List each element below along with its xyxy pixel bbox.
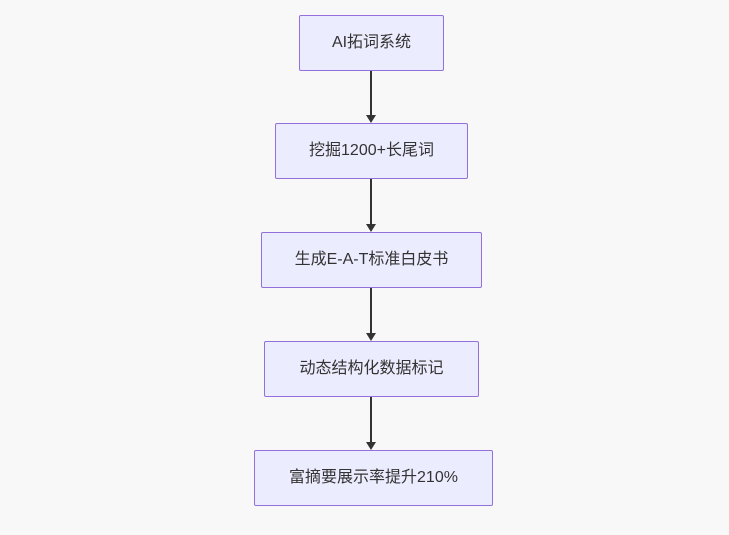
flowchart-node-eat-whitepaper: 生成E-A-T标准白皮书	[261, 232, 482, 288]
flowchart-node-longtail-mining: 挖掘1200+长尾词	[275, 123, 468, 179]
flow-arrow-4	[364, 397, 378, 450]
flowchart-node-ai-keyword-system: AI拓词系统	[299, 15, 444, 71]
arrow-line	[370, 397, 372, 442]
flowchart-node-rich-snippet-result: 富摘要展示率提升210%	[254, 450, 493, 506]
node-label: 动态结构化数据标记	[299, 360, 444, 378]
flow-arrow-1	[364, 71, 378, 123]
arrow-head-down-icon	[366, 333, 376, 341]
flow-arrow-3	[364, 288, 378, 341]
arrow-line	[370, 288, 372, 333]
arrow-line	[370, 71, 372, 115]
arrow-head-down-icon	[366, 442, 376, 450]
node-label: 挖掘1200+长尾词	[309, 142, 434, 160]
arrow-head-down-icon	[366, 115, 376, 123]
flowchart-node-structured-data-markup: 动态结构化数据标记	[264, 341, 479, 397]
node-label: AI拓词系统	[331, 34, 412, 52]
arrow-line	[370, 179, 372, 224]
node-label: 富摘要展示率提升210%	[289, 469, 458, 487]
flow-arrow-2	[364, 179, 378, 232]
arrow-head-down-icon	[366, 224, 376, 232]
node-label: 生成E-A-T标准白皮书	[294, 251, 449, 269]
